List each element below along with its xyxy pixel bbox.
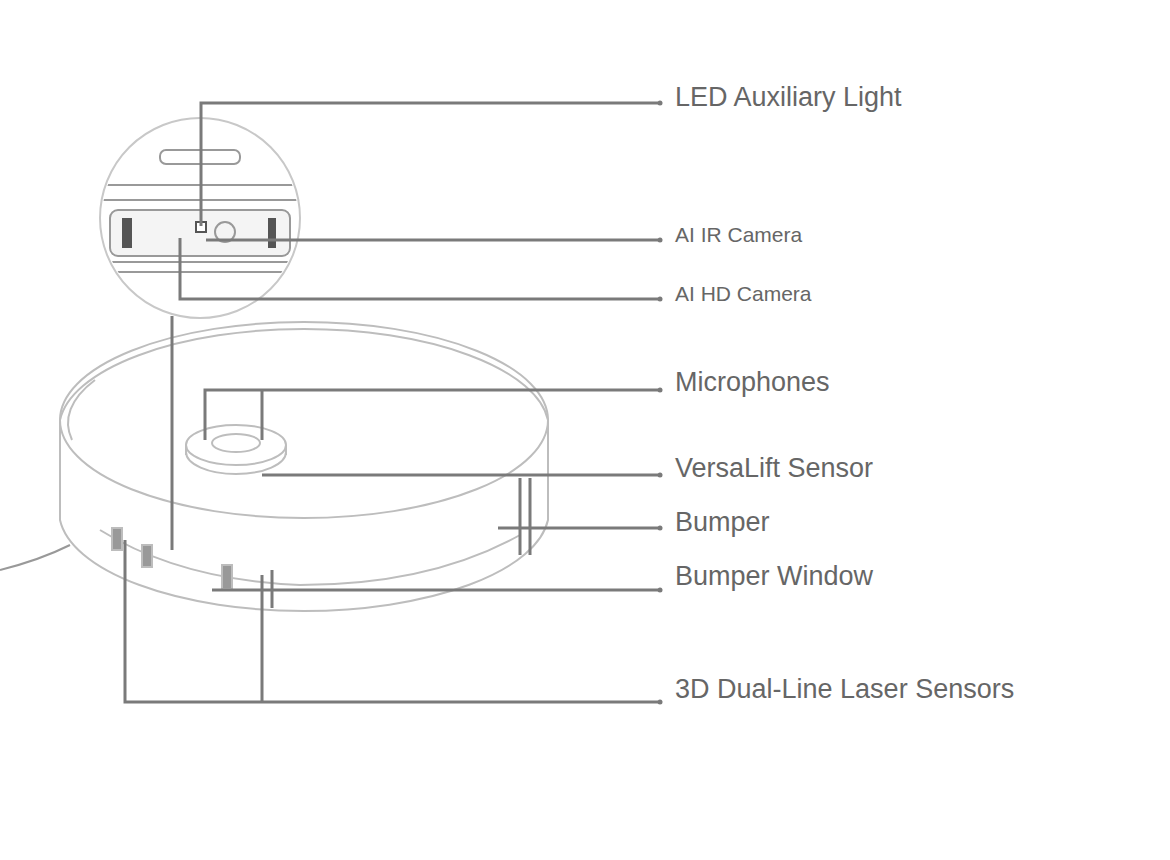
part-label: 3D Dual-Line Laser Sensors xyxy=(675,675,1014,705)
part-label: Bumper xyxy=(675,508,770,538)
part-label: Microphones xyxy=(675,368,830,398)
part-label: Bumper Window xyxy=(675,562,873,592)
part-label: AI HD Camera xyxy=(675,282,812,305)
leader-lines xyxy=(125,103,658,702)
leader-dots xyxy=(658,101,663,705)
part-label: VersaLift Sensor xyxy=(675,454,873,484)
part-label: AI IR Camera xyxy=(675,223,802,246)
robot-body xyxy=(0,322,548,611)
part-label: LED Auxiliary Light xyxy=(675,83,902,113)
